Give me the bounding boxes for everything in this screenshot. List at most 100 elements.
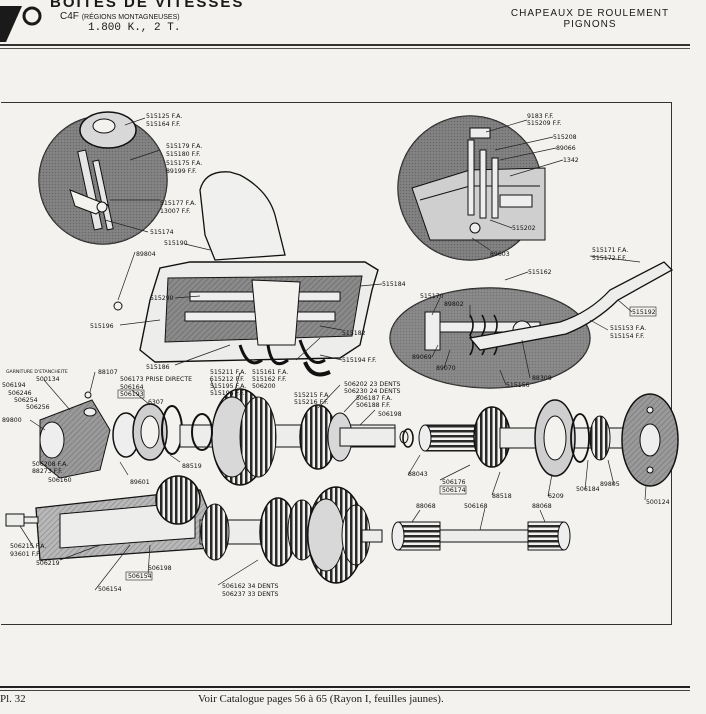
label-515186: 515186 (146, 364, 170, 371)
label-garniture: GARNITURE D'ETANCHEITE (6, 369, 68, 375)
label-515182: 515182 (342, 330, 366, 337)
label-506162: 506162 34 DENTS (222, 583, 279, 590)
label-6307: 6307 (148, 399, 164, 406)
label-506219: 506219 (36, 560, 60, 567)
label-515172: 515172 F.F. (592, 255, 627, 262)
header-title: BOITES DE VITESSES (50, 0, 245, 11)
label-506200: 506200 (252, 383, 276, 390)
model-region: (RÉGIONS MONTAGNEUSES) (81, 14, 180, 21)
label-515209: 515209 F.F. (527, 120, 562, 127)
footer-rule (0, 686, 690, 688)
shift-rod (468, 261, 674, 351)
label-1342: 1342 (563, 157, 579, 164)
label-515180: 515180 F.F. (166, 151, 201, 158)
label-13007: 13007 F.F. (160, 208, 191, 215)
label-515164: 515164 F.F. (146, 121, 181, 128)
detail-lever-circle (38, 111, 168, 245)
layshaft (5, 475, 383, 584)
label-506194: 506194 (2, 382, 26, 389)
label-88308: 88308 (532, 375, 552, 382)
label-89199: 89199 F.F. (166, 168, 197, 175)
label-6209: 6209 (548, 493, 564, 500)
label-88518: 88518 (492, 493, 512, 500)
label-515194: 515194 F.F. (342, 357, 377, 364)
label-506202: 506202 23 DENTS (344, 381, 401, 388)
label-515179: 515179 F.A. (166, 143, 202, 150)
label-89070: 89070 (436, 365, 456, 372)
label-515154: 515154 F.F. (610, 333, 645, 340)
label-506188: 506188 F.F. (356, 402, 391, 409)
label-515170: 515170 (420, 293, 444, 300)
label-506160: 506160 (48, 477, 72, 484)
main-shaft (39, 388, 409, 486)
label-515215: 515215 F.A. (294, 392, 330, 399)
detail-bolt-circle (397, 115, 546, 261)
label-515196b: 515196 F.F. (210, 390, 245, 397)
plate-number: Pl. 32 (0, 693, 26, 705)
spline-shaft (391, 521, 571, 551)
footer-rule-thin (0, 690, 690, 691)
label-515156: 515156 (506, 382, 530, 389)
label-515212: 515212 F.F. (210, 376, 245, 383)
label-515177: 515177 F.A. (160, 200, 196, 207)
label-506208: 506208 F.A. (32, 461, 68, 468)
label-515171: 515171 F.A. (592, 247, 628, 254)
label-515208: 515208 (553, 134, 577, 141)
header-rule (0, 44, 690, 46)
small-washer-88107 (84, 391, 92, 399)
label-515190: 515190 (164, 240, 188, 247)
output-shaft (402, 393, 679, 487)
label-506154: 506154 (128, 573, 152, 580)
label-88519: 88519 (182, 463, 202, 470)
label-500124: 500124 (646, 499, 670, 506)
label-88068b: 88068 (532, 503, 552, 510)
label-506256: 506256 (26, 404, 50, 411)
label-506254: 506254 (14, 397, 38, 404)
label-89066: 89066 (556, 145, 576, 152)
label-506173: 506173 PRISE DIRECTE (120, 376, 192, 383)
label-500134: 500134 (36, 376, 60, 383)
label-506184: 506184 (576, 486, 600, 493)
label-515290: 515290 (150, 295, 174, 302)
label-515216: 515216 F.F. (294, 399, 329, 406)
label-506198b: 506198 (148, 565, 172, 572)
header-right-sub: PIGNONS (563, 19, 617, 30)
header-left: BOITES DE VITESSES C4F (RÉGIONS MONTAGNE… (50, 0, 310, 34)
label-506168: 506168 (464, 503, 488, 510)
label-506246: 506246 (8, 390, 32, 397)
label-515125: 515125 F.A. (146, 113, 182, 120)
label-88273: 88273 F.F. (32, 468, 63, 475)
label-506154b: 506154 (98, 586, 122, 593)
header-model: C4F (RÉGIONS MONTAGNEUSES) (60, 11, 310, 22)
model-code: C4F (60, 11, 79, 22)
label-506198: 506198 (378, 411, 402, 418)
label-515162: 515162 (528, 269, 552, 276)
part-labels: 515125 F.A. 515164 F.F. 515179 F.A. 5151… (2, 113, 670, 598)
label-88068a: 88068 (416, 503, 436, 510)
label-93601: 93601 F.F. (10, 551, 41, 558)
label-515161: 515161 F.A. (252, 369, 288, 376)
label-89800: 89800 (2, 417, 22, 424)
label-515195: 515195 F.A. (210, 383, 246, 390)
label-506174: 506174 (442, 487, 466, 494)
catalog-reference: Voir Catalogue pages 56 à 65 (Rayon I, f… (198, 693, 444, 705)
gearbox-lid (139, 171, 379, 377)
label-515162b: 515162 F.F. (252, 376, 287, 383)
publisher-logo (0, 6, 42, 42)
label-88107: 88107 (98, 369, 118, 376)
label-515196: 515196 (90, 323, 114, 330)
label-89603: 89603 (490, 251, 510, 258)
label-9183: 9183 F.F. (527, 113, 554, 120)
leader-lines (19, 117, 647, 591)
label-515211: 515211 F.A. (210, 369, 246, 376)
label-506215: 506215 F.A. (10, 543, 46, 550)
label-515184: 515184 (382, 281, 406, 288)
label-boxes (117, 306, 657, 581)
label-515192: 515192 (632, 309, 656, 316)
label-506187: 506187 F.A. (356, 395, 392, 402)
label-89601: 89601 (130, 479, 150, 486)
label-89805: 89805 (600, 481, 620, 488)
header-right: CHAPEAUX DE ROULEMENT PIGNONS (480, 8, 700, 30)
